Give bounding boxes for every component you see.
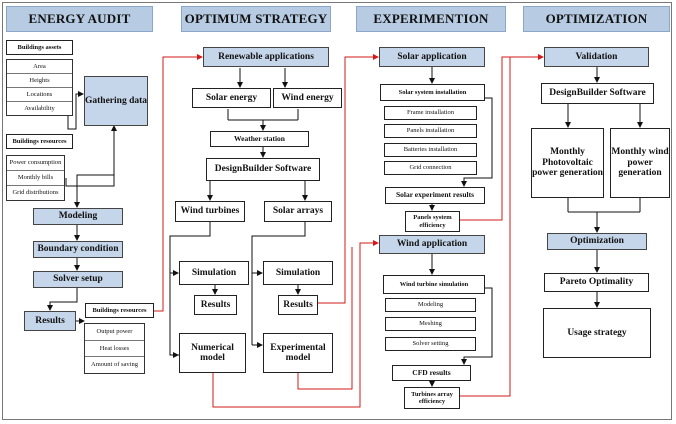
link-arrays-bracket: [251, 222, 306, 345]
header-experimention: EXPERIMENTION: [356, 6, 506, 32]
optimization-box: Optimization: [547, 233, 647, 250]
usage-strategy-box: Usage strategy: [543, 308, 651, 358]
red-link-experimental-to-wind-app: [297, 247, 353, 390]
solar-energy-box: Solar energy: [192, 88, 271, 108]
gathering-data-box: Gathering data: [84, 76, 148, 126]
header-energy-audit: ENERGY AUDIT: [6, 6, 153, 32]
monthly-wind-box: Monthly wind power generation: [610, 128, 670, 198]
link-energies-to-weather: [227, 109, 299, 130]
asset-item: Area: [7, 60, 72, 74]
boundary-condition-box: Boundary condition: [33, 241, 123, 258]
designbuilder-software-box: DesignBuilder Software: [206, 158, 320, 181]
wind-turbine-simulation-box: Wind turbine simulation: [383, 275, 485, 294]
diagram-frame: [2, 2, 672, 420]
simulation-right-box: Simulation: [263, 261, 333, 285]
asset-item: Locations: [7, 88, 72, 102]
resource-item: Power consumption: [7, 156, 64, 171]
cfd-results-box: CFD results: [392, 365, 471, 381]
validation-box: Validation: [544, 47, 649, 67]
renewable-applications-box: Renewable applications: [203, 47, 329, 67]
link-solver-to-results: [47, 288, 78, 311]
result-item: Heat losses: [85, 341, 144, 357]
result-items-group: Output power Heat losses Amount of savin…: [84, 323, 145, 374]
resource-item: Monthly bills: [7, 171, 64, 186]
wind-step-box: Solver setting: [385, 337, 476, 351]
red-link-numerical-to-wind-app: [212, 240, 379, 408]
solar-system-installation-box: Solar system installation: [380, 84, 485, 101]
header-optimum-strategy: OPTIMUM STRATEGY: [181, 6, 331, 32]
results-box: Results: [24, 311, 76, 331]
solar-step-box: Panels installation: [384, 124, 477, 138]
numerical-model-box: Numerical model: [179, 333, 246, 373]
asset-items-group: Area Heights Locations Availability: [6, 59, 73, 116]
red-link-audit-to-strategy: [154, 54, 203, 312]
results-resources-box: Buildings resources: [85, 303, 154, 318]
resource-items-group: Power consumption Monthly bills Grid dis…: [6, 155, 65, 201]
turbines-array-efficiency-box: Turbines array efficiency: [404, 387, 460, 409]
modeling-box: Modeling: [33, 208, 123, 225]
simulation-left-box: Simulation: [179, 261, 249, 285]
link-resources-to-gathering: [65, 125, 117, 187]
designbuilder-software-box-2: DesignBuilder Software: [541, 83, 654, 104]
wind-turbines-box: Wind turbines: [175, 201, 245, 222]
solver-setup-box: Solver setup: [33, 271, 123, 288]
pareto-optimality-box: Pareto Optimality: [544, 273, 649, 292]
red-link-turbines-to-validation: [460, 57, 511, 397]
link-installation-to-results: [461, 97, 493, 187]
wind-step-box: Meshing: [385, 317, 476, 331]
resource-item: Grid distributions: [7, 186, 64, 200]
solar-application-box: Solar application: [379, 47, 485, 67]
link-assets-to-gathering: [67, 91, 84, 130]
result-item: Amount of saving: [85, 357, 144, 373]
buildings-resources-box: Buildings resources: [6, 134, 73, 149]
results-left-box: Results: [194, 295, 237, 315]
wind-application-box: Wind application: [379, 235, 485, 254]
experimental-model-box: Experimental model: [263, 333, 333, 373]
result-item: Output power: [85, 324, 144, 341]
solar-step-box: Batteries installation: [384, 143, 477, 157]
solar-arrays-box: Solar arrays: [264, 201, 332, 222]
red-link-panels-to-validation: [460, 54, 544, 221]
red-link-results-to-solar-app: [318, 54, 379, 304]
wind-energy-box: Wind energy: [273, 88, 342, 108]
link-simulation-to-cfd: [461, 287, 493, 365]
weather-station-box: Weather station: [210, 131, 309, 147]
header-optimization: OPTIMIZATION: [523, 6, 670, 32]
results-right-box: Results: [278, 295, 318, 315]
asset-item: Heights: [7, 74, 72, 88]
solar-step-box: Grid connection: [384, 161, 477, 175]
link-gathering-to-modeling: [74, 159, 115, 208]
solar-step-box: Frame installation: [384, 106, 477, 120]
link-generation-to-optimization: [567, 198, 641, 232]
asset-item: Availability: [7, 102, 72, 115]
buildings-assets-box: Buildings assets: [6, 40, 73, 55]
monthly-pv-box: Monthly Photovoltaic power generation: [531, 128, 604, 198]
wind-step-box: Modeling: [385, 298, 476, 312]
solar-experiment-results-box: Solar experiment results: [385, 187, 485, 204]
panels-system-efficiency-box: Panels system efficiency: [405, 211, 460, 232]
